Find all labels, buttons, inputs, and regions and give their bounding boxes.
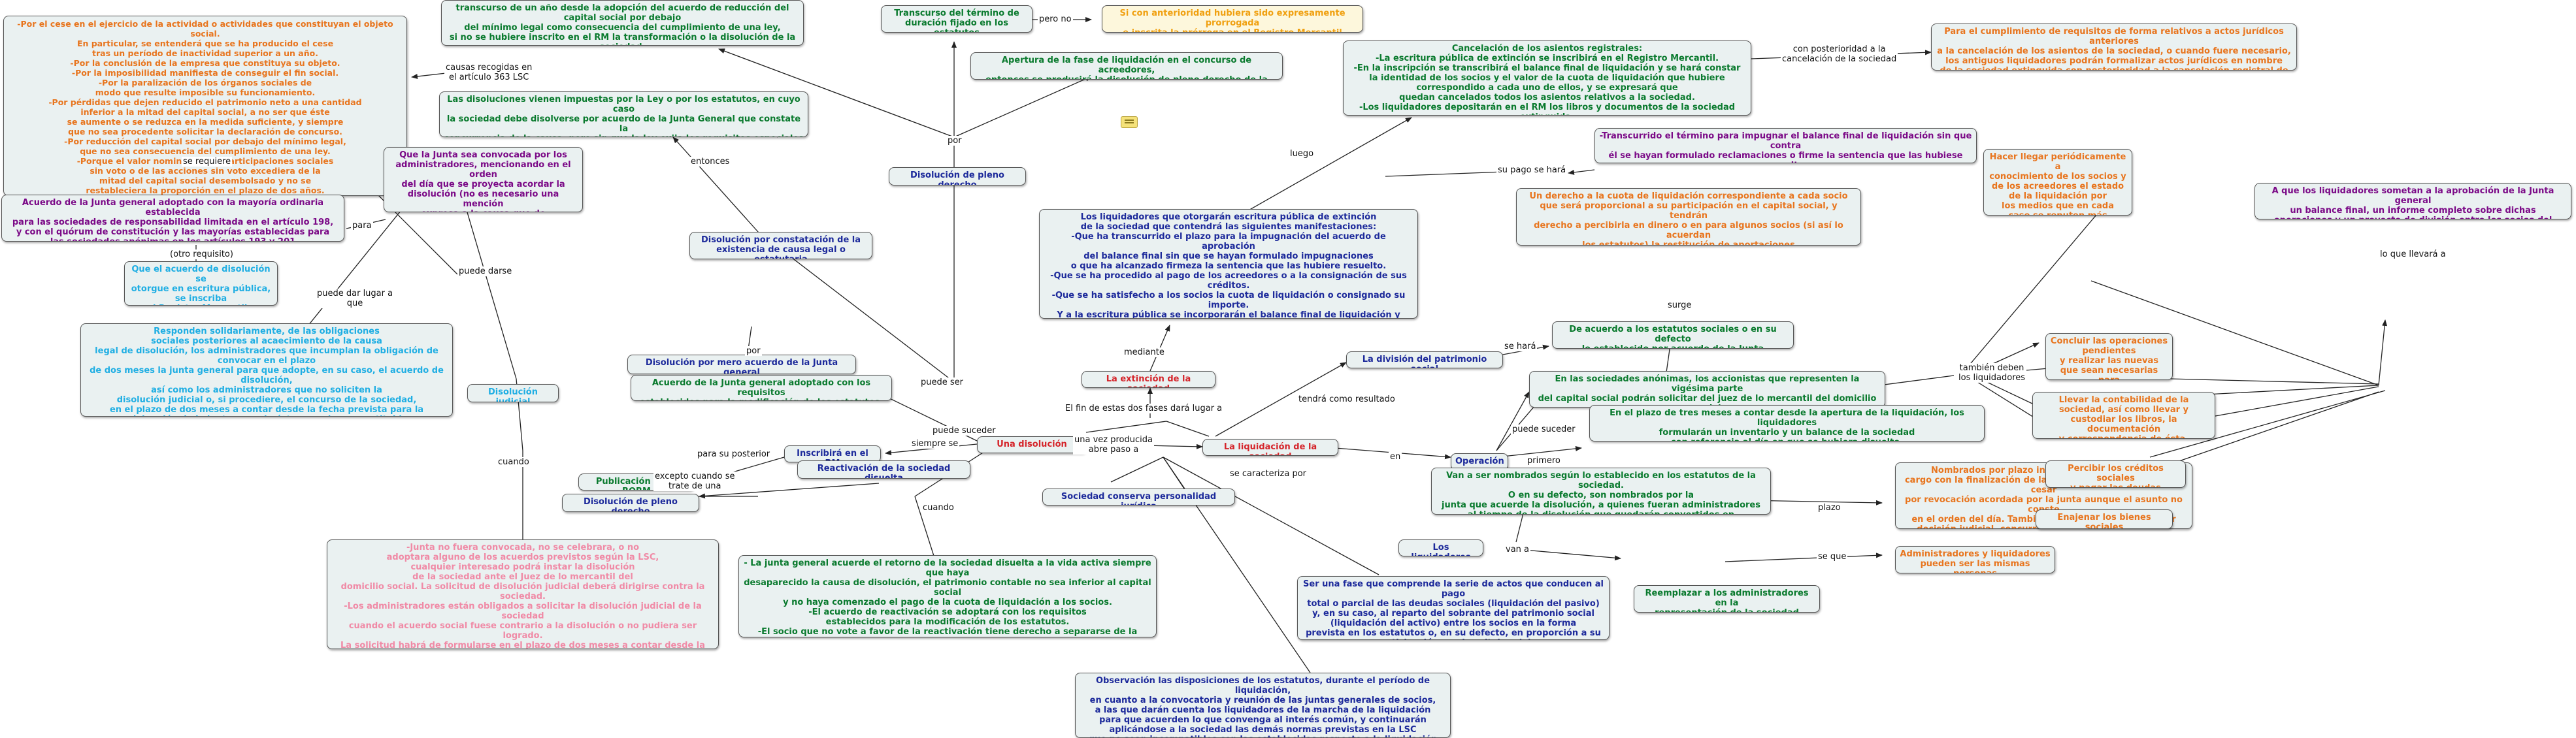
label-se-que: se que [1817,552,1848,562]
label-puede-ser: puede ser [919,377,965,387]
node-la-extincion: La extinción de la sociedad [1082,371,1215,388]
label-siempre-se: siempre se [910,439,960,449]
label-primero: primero [1526,456,1562,466]
node-van-nombrados: Van a ser nombrados según lo establecido… [1431,468,1771,515]
label-tendra-resultado: tendrá como resultado [1297,394,1396,404]
label-puede-dar-lugar: puede dar lugar a que [316,289,395,308]
node-los-liquidadores: Los liquidadores [1398,539,1483,556]
label-tambien-deben: también deben los liquidadores [1957,363,2027,383]
node-una-disolucion: Una disolución [977,436,1087,453]
label-luego: luego [1289,149,1315,159]
node-responsabilidad-solidaria: Responden solidariamente, de las obligac… [80,323,453,417]
node-division-patrimonio: La división del patrimonio social [1346,351,1503,368]
node-que-acuerdo-disolucion: Que el acuerdo de disolución se otorgue … [124,261,278,306]
label-causas-recogidas: causas recogidas en el artículo 363 LSC [444,63,534,82]
node-liquidadores-otorgaran: Los liquidadores que otorgarán escritura… [1039,209,1418,319]
label-en: en [1389,452,1402,462]
label-con-posterioridad: con posterioridad a la cancelación de la… [1781,44,1898,64]
node-un-derecho-cuota: Un derecho a la cuota de liquidación cor… [1516,188,1861,246]
label-puede-darse: puede darse [457,266,514,276]
label-van-a: van a [1504,545,1530,554]
node-disolucion-pleno-derecho-bottom: Disolución de pleno derecho [562,494,699,512]
node-concluir-operaciones: Concluir las operaciones pendientes y re… [2045,333,2173,380]
node-en-sociedades-anonimas: En las sociedades anónimas, los accionis… [1529,371,1885,408]
node-a-que-socios: A que los liquidadores sometan a la apro… [2254,183,2571,219]
node-que-junta-convocada: Que la Junta sea convocada por los admin… [384,147,583,212]
node-transcurso-termino: Transcurso del término de duración fijad… [881,5,1032,33]
node-acuerdo-junta-modificacion: Acuerdo de la Junta general adoptado con… [631,375,892,401]
label-excepto: excepto cuando se trate de una [653,472,736,491]
label-puede-suceder-op: puede suceder [1511,425,1577,434]
node-si-con-anterioridad: Si con anterioridad hubiera sido expresa… [1102,5,1363,33]
label-para-su-posterior: para su posterior [696,449,772,459]
label-se-caracteriza: se caracteriza por [1229,469,1308,479]
label-puede-suceder-dis: puede suceder [931,426,997,436]
node-acuerdo-junta-mayoria: Acuerdo de la Junta general adoptado con… [1,195,344,242]
node-disolucion-constatacion: Disolución por constatación de la existe… [689,232,872,259]
node-observacion-disposiciones: Observación las disposiciones de los est… [1075,673,1451,738]
label-mediante: mediante [1123,347,1166,357]
node-inscribira-rm: Inscribirá en el RM [784,445,881,462]
node-percibir-creditos: Percibir los créditos sociales y pagar l… [2045,460,2186,488]
label-otro-requisito: (otro requisito) [169,249,235,259]
note-icon[interactable] [1121,116,1138,128]
node-la-liquidacion: La liquidación de la sociedad [1202,439,1338,456]
label-se-requiere: se requiere [182,157,233,167]
node-sociedad-conserva: Sociedad conserva personalidad jurídica [1042,489,1235,505]
label-se-hara: se hará [1503,342,1538,351]
label-lo-que-llevara: lo que llevará a [2379,249,2447,259]
label-el-fin: El fin de estas dos fases dará lugar a [1064,404,1224,413]
node-apertura-fase: Apertura de la fase de liquidación en el… [970,52,1283,80]
node-disolucion-judicial: Disolución judicial [467,384,559,402]
node-junta-acuerda-retorno: - La junta general acuerde el retorno de… [738,555,1157,637]
node-ser-una-fase: Ser una fase que comprende la serie de a… [1297,576,1610,640]
node-las-disoluciones: Las disoluciones vienen impuestas por la… [439,91,808,137]
node-transcurso-ano: transcurso de un año desde la adopción d… [441,0,804,46]
label-por-top: por [946,136,963,146]
node-de-acuerdo-reglas: De acuerdo a los estatutos sociales o en… [1552,321,1794,349]
label-una-vez-producida: una vez producida abre paso a [1073,435,1154,455]
node-disolucion-mero-acuerdo: Disolución por mero acuerdo de la Junta … [627,355,856,374]
node-hacer-llegar: Hacer llegar periódicamente a conocimien… [1983,149,2132,216]
label-cuando-react: cuando [921,503,955,513]
node-cancelacion-asientos: Cancelación de los asientos registrales:… [1343,40,1751,116]
label-plazo: plazo [1817,503,1842,513]
node-por-cese: -Por el cese en el ejercicio de la activ… [3,16,407,196]
label-entonces: entonces [689,157,731,167]
node-para-cumplimiento: Para el cumplimiento de requisitos de fo… [1931,24,2297,71]
label-por-mero: por [745,346,762,356]
node-llevar-contabilidad: Llevar la contabilidad de la sociedad, a… [2032,392,2215,439]
node-enajenar-bienes: Enajenar los bienes sociales [2036,509,2173,529]
node-reactivacion: Reactivación de la sociedad disuelta [797,460,970,479]
node-junta-no-convocada: -Junta no fuera convocada, no se celebra… [327,539,719,649]
node-administradores-liquidadores: Administradores y liquidadores pueden se… [1895,546,2055,573]
label-cuando-judicial: cuando [497,457,531,467]
node-transcurrido-termino: -Transcurrido el término para impugnar e… [1594,128,1977,163]
node-reemplazar-administradores: Reemplazar a los administradores en la r… [1634,585,1820,613]
node-operacion: Operación [1451,453,1508,470]
node-disolucion-pleno-derecho-top: Disolución de pleno derecho [889,167,1026,185]
label-surge: surge [1666,300,1693,310]
label-para: para [351,221,373,231]
node-en-plazo-tres-meses: En el plazo de tres meses a contar desde… [1589,405,1985,441]
label-su-pago: su pago se hará [1496,165,1568,175]
label-pero-no: pero no [1038,14,1073,24]
